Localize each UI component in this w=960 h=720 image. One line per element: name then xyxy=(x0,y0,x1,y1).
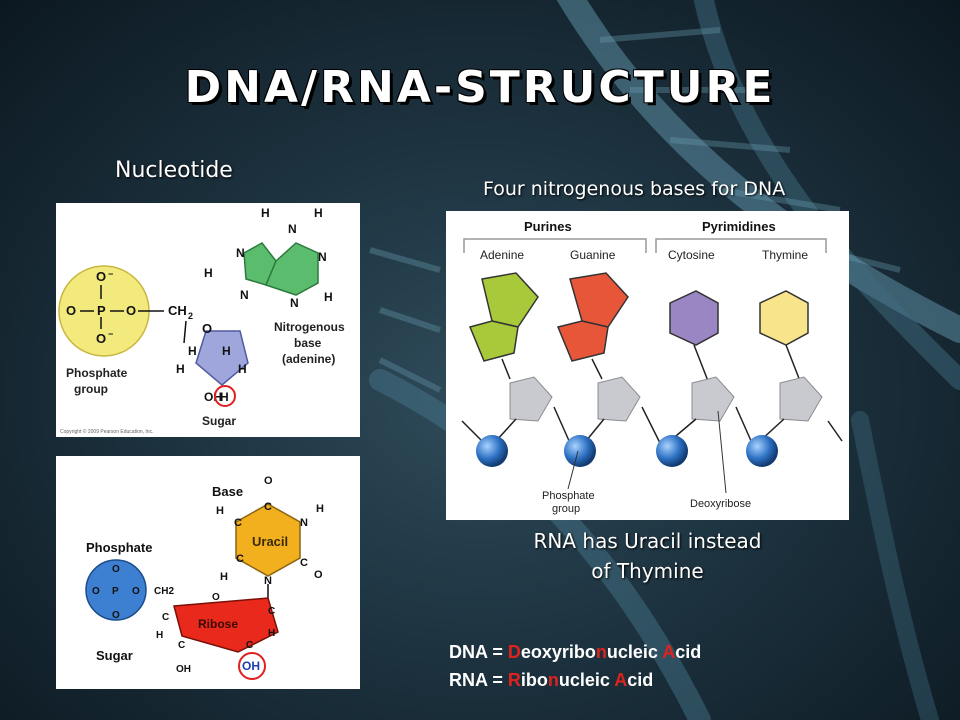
acronym-highlight-letter: n xyxy=(595,642,607,662)
svg-text:O: O xyxy=(92,586,100,597)
acronym-highlight-letter: A xyxy=(662,642,676,662)
svg-text:N: N xyxy=(318,250,327,264)
sugar-label: Sugar xyxy=(96,648,133,663)
svg-text:H: H xyxy=(314,206,323,220)
svg-text:C: C xyxy=(300,557,308,569)
svg-text:−: − xyxy=(108,329,113,339)
dna-acronym: DNA = Deoxyribonucleic Acid xyxy=(449,642,701,663)
svg-text:O: O xyxy=(66,303,76,318)
phosphate-label: Phosphate xyxy=(86,540,152,555)
svg-text:C: C xyxy=(246,640,253,651)
uracil-label: Uracil xyxy=(252,534,288,549)
bases-diagram: Purines Pyrimidines Adenine Guanine Cyto… xyxy=(446,211,849,520)
oh-label: OH xyxy=(242,659,260,673)
base-name-guanine: Guanine xyxy=(570,248,616,262)
acronym-text: cid xyxy=(627,670,654,690)
svg-text:H: H xyxy=(156,630,163,641)
svg-text:CH: CH xyxy=(168,303,187,318)
svg-text:O: O xyxy=(112,610,120,621)
acronym-text: RNA = xyxy=(449,670,508,690)
acronym-text: ucleic xyxy=(558,670,615,690)
svg-text:Sugar: Sugar xyxy=(202,414,236,428)
svg-text:O: O xyxy=(212,592,220,603)
svg-text:C: C xyxy=(236,553,244,565)
svg-text:N: N xyxy=(236,246,245,260)
svg-text:C: C xyxy=(268,606,275,617)
svg-text:CH2: CH2 xyxy=(154,586,174,597)
svg-text:N: N xyxy=(300,517,308,529)
svg-text:O: O xyxy=(112,564,120,575)
rna-note-line: RNA has Uracil instead xyxy=(533,529,762,553)
svg-text:P: P xyxy=(97,303,106,318)
svg-text:base: base xyxy=(294,336,322,350)
svg-text:P: P xyxy=(112,586,119,597)
svg-text:OH: OH xyxy=(176,664,191,675)
phosphate-group-label-1: Phosphate xyxy=(542,490,595,502)
svg-text:H: H xyxy=(220,571,228,583)
copyright-text: Copyright © 2009 Pearson Education, Inc. xyxy=(60,428,153,435)
acronym-text: cid xyxy=(675,642,702,662)
svg-text:O: O xyxy=(314,569,323,581)
acronym-highlight-letter: n xyxy=(547,670,559,690)
svg-text:O: O xyxy=(96,331,106,346)
svg-text:C: C xyxy=(264,501,272,513)
svg-text:Phosphate: Phosphate xyxy=(66,366,128,380)
svg-text:N: N xyxy=(264,575,272,587)
svg-text:O: O xyxy=(264,475,273,487)
base-name-cytosine: Cytosine xyxy=(668,248,715,262)
base-name-thymine: Thymine xyxy=(762,248,808,262)
acronym-highlight-letter: R xyxy=(507,670,521,690)
svg-text:C: C xyxy=(234,517,242,529)
svg-text:OH: OH xyxy=(204,390,222,404)
svg-text:C: C xyxy=(162,612,169,623)
acronym-text: ibo xyxy=(520,670,548,690)
svg-text:−: − xyxy=(108,269,113,279)
svg-text:H: H xyxy=(216,505,224,517)
acronym-text: eoxyribo xyxy=(520,642,596,662)
svg-text:O: O xyxy=(132,586,140,597)
acronym-text: DNA = xyxy=(449,642,508,662)
rna-note: RNA has Uracil instead of Thymine xyxy=(446,526,849,586)
svg-text:O: O xyxy=(96,269,106,284)
svg-text:N: N xyxy=(288,222,297,236)
svg-text:2: 2 xyxy=(188,311,193,321)
svg-text:Nitrogenous: Nitrogenous xyxy=(274,320,345,334)
svg-text:(adenine): (adenine) xyxy=(282,352,335,366)
svg-text:H: H xyxy=(204,266,213,280)
acronym-highlight-letter: D xyxy=(507,642,521,662)
svg-text:H: H xyxy=(316,503,324,515)
base-label: Base xyxy=(212,484,243,499)
page-title: DNA/RNA-STRUCTURE xyxy=(184,62,776,113)
pyrimidines-label: Pyrimidines xyxy=(702,219,776,234)
acronym-highlight-letter: A xyxy=(614,670,628,690)
deoxyribose-label: Deoxyribose xyxy=(690,498,751,510)
rna-note-line: of Thymine xyxy=(591,559,704,583)
svg-text:H: H xyxy=(268,628,275,639)
svg-text:H: H xyxy=(176,362,185,376)
svg-text:O: O xyxy=(202,321,212,336)
svg-text:H: H xyxy=(324,290,333,304)
rna-acronym: RNA = Ribonucleic Acid xyxy=(449,670,653,691)
bases-heading: Four nitrogenous bases for DNA xyxy=(483,178,786,200)
purines-label: Purines xyxy=(524,219,572,234)
svg-text:C: C xyxy=(178,640,185,651)
ribose-label: Ribose xyxy=(198,617,238,631)
svg-text:O: O xyxy=(126,303,136,318)
svg-text:H: H xyxy=(222,344,231,358)
acronym-text: ucleic xyxy=(606,642,663,662)
svg-text:N: N xyxy=(240,288,249,302)
svg-text:N: N xyxy=(290,296,299,310)
svg-text:H: H xyxy=(261,206,270,220)
svg-text:H: H xyxy=(188,344,197,358)
base-name-adenine: Adenine xyxy=(480,248,524,262)
nucleotide-heading: Nucleotide xyxy=(115,158,233,183)
svg-text:H: H xyxy=(220,390,229,404)
svg-text:H: H xyxy=(238,362,247,376)
svg-text:group: group xyxy=(74,382,108,396)
phosphate-group-label-2: group xyxy=(552,503,580,515)
